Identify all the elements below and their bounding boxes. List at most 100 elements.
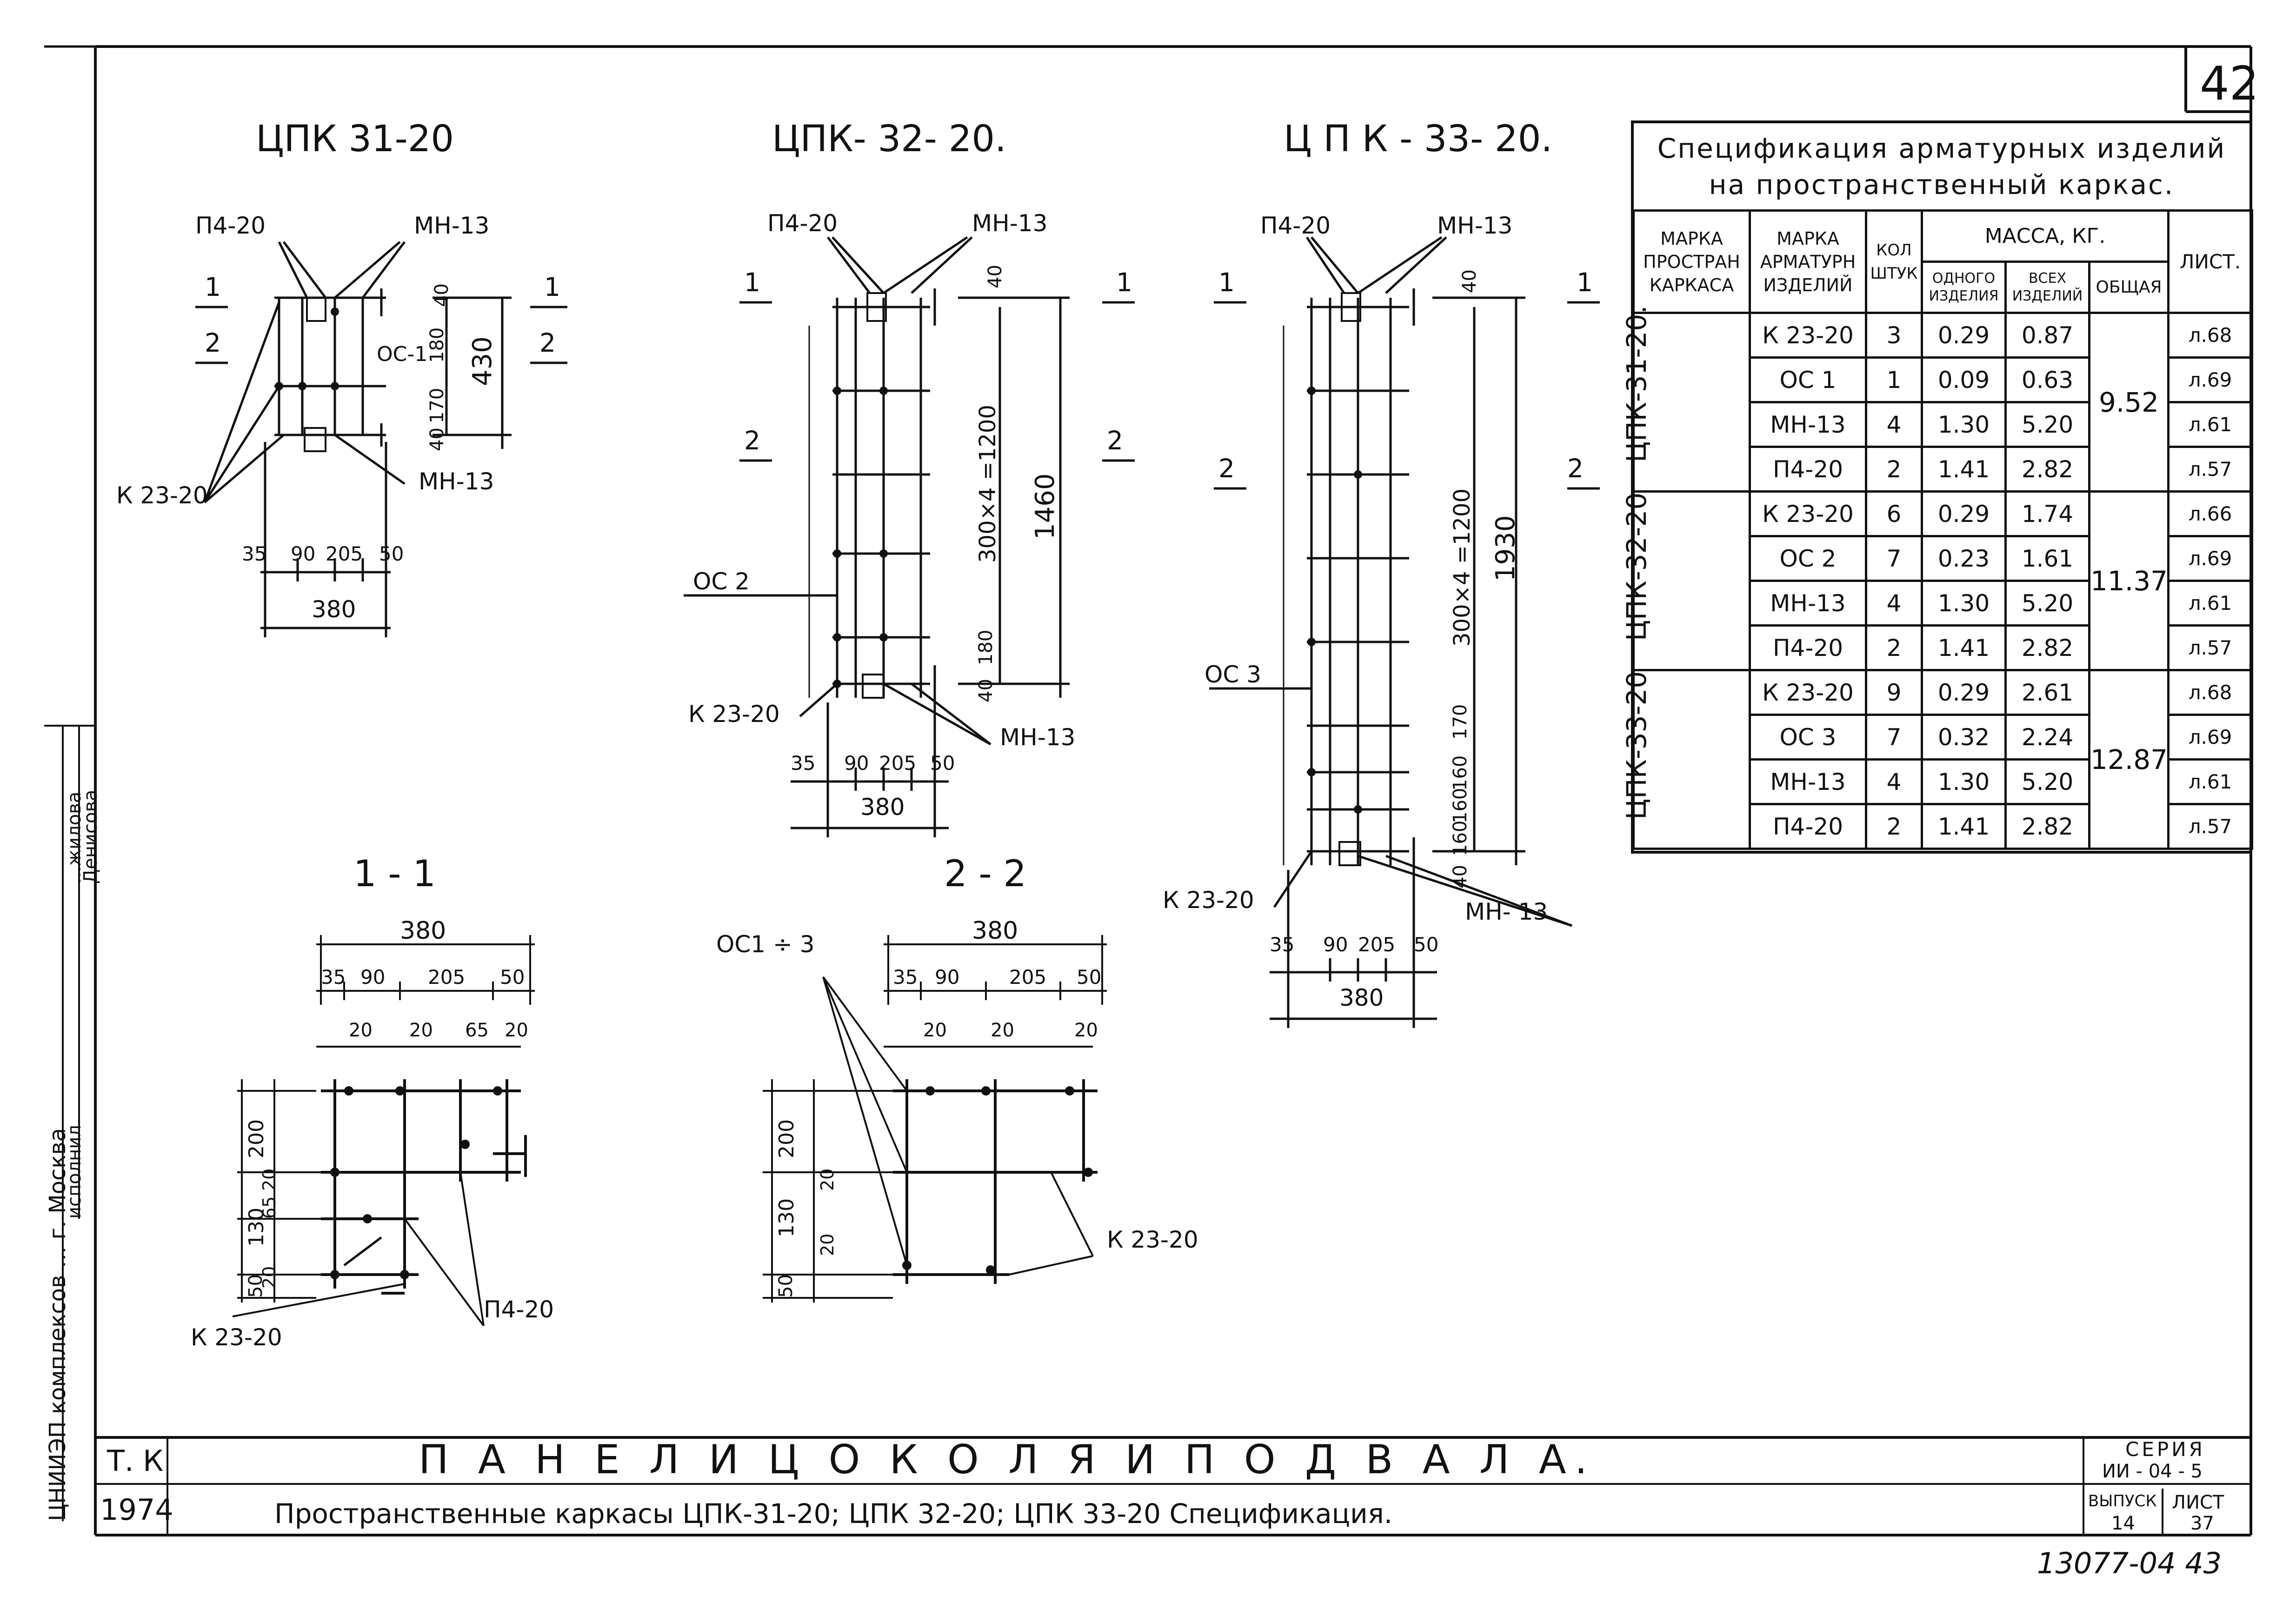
sec22-w205: 205 <box>1009 966 1047 989</box>
cell-one: 1.30 <box>1921 580 2007 627</box>
cell-all: 0.63 <box>2004 356 2090 403</box>
cpk32-cut1-right: 1 <box>1116 267 1132 297</box>
sec22-s20c: 20 <box>1074 1020 1098 1041</box>
cpk31-mn-top-label: МН-13 <box>414 212 490 239</box>
cell-one: 0.29 <box>1921 312 2007 359</box>
cell-qty: 6 <box>1865 490 1923 537</box>
cell-all: 1.61 <box>2004 535 2090 582</box>
cpk31-dim-180: 180 <box>426 327 448 363</box>
cell-qty: 7 <box>1865 535 1923 582</box>
sheet-number: 42 <box>2200 56 2259 111</box>
cell-one: 1.30 <box>1921 401 2007 448</box>
cpk32-title: ЦПК- 32- 20. <box>772 118 1006 160</box>
cell-sheet: л.57 <box>2167 624 2254 671</box>
cpk33-dim-160b: 160 <box>1450 788 1471 823</box>
cpk33-dim-170: 170 <box>1450 704 1471 740</box>
cell-sheet: л.68 <box>2167 312 2254 359</box>
cell-item: МН-13 <box>1749 401 1867 448</box>
cpk31-w35: 35 <box>242 542 267 565</box>
cpk31-k-label: К 23-20 <box>116 482 208 509</box>
sec11-p4-label: П4-20 <box>484 1296 554 1323</box>
sec22-h130: 130 <box>775 1198 799 1237</box>
cell-sheet: л.57 <box>2167 446 2254 493</box>
cell-qty: 2 <box>1865 446 1923 493</box>
cell-sheet: л.69 <box>2167 535 2254 582</box>
cell-qty: 9 <box>1865 669 1923 716</box>
cpk32-mn-bottom-label: МН-13 <box>1000 724 1076 751</box>
cell-item: П4-20 <box>1749 624 1867 671</box>
sec11-w205: 205 <box>428 966 466 989</box>
cell-one: 0.23 <box>1921 535 2007 582</box>
cpk32-mn-top-label: МН-13 <box>972 210 1048 237</box>
cpk31-p4-label: П4-20 <box>195 212 266 239</box>
cell-all: 1.74 <box>2004 490 2090 537</box>
group-total: 11.37 <box>2088 490 2170 671</box>
sec11-title: 1 - 1 <box>353 853 436 895</box>
cell-qty: 2 <box>1865 803 1923 850</box>
cell-one: 1.41 <box>1921 624 2007 671</box>
cell-sheet: л.61 <box>2167 401 2254 448</box>
margin-role: исполнил <box>64 1125 85 1219</box>
cell-sheet: л.69 <box>2167 714 2254 761</box>
archive-stamp: 13077-04 43 <box>2037 1546 2222 1580</box>
title-block-list: 37 <box>2190 1513 2214 1534</box>
cpk31-dim-430: 430 <box>467 336 498 386</box>
cpk32-w50: 50 <box>930 752 955 775</box>
group-karkas: ЦПК-31-20. <box>1621 305 1652 462</box>
cpk33-dim-40b: 40 <box>1450 865 1471 889</box>
spec-table: МАРКА ПРОСТРАН КАРКАСА МАРКА АРМАТУРН ИЗ… <box>1621 209 2254 850</box>
group-karkas: ЦПК-32-20 <box>1621 492 1652 641</box>
cpk32-os-label: ОС 2 <box>693 568 750 595</box>
cell-one: 1.41 <box>1921 446 2007 493</box>
cell-item: П4-20 <box>1749 803 1867 850</box>
cpk32-cut2-left: 2 <box>744 426 760 455</box>
sec11-h200: 200 <box>245 1119 268 1158</box>
cpk33-k-label: К 23-20 <box>1163 887 1254 914</box>
cell-item: МН-13 <box>1749 580 1867 627</box>
cell-one: 0.09 <box>1921 356 2007 403</box>
cpk33-dim-160c: 160 <box>1450 820 1471 856</box>
cell-all: 5.20 <box>2004 401 2090 448</box>
cpk31-cut1-left: 1 <box>205 272 221 302</box>
sec11-w35: 35 <box>321 966 346 989</box>
cpk31-cut1-right: 1 <box>544 272 560 302</box>
cell-all: 5.20 <box>2004 580 2090 627</box>
sec22-h20b: 20 <box>817 1233 838 1256</box>
cpk31-os-label: ОС-1 <box>377 342 428 366</box>
cpk32-w35: 35 <box>791 752 816 775</box>
cpk32-p4-label: П4-20 <box>767 210 838 237</box>
sec22-h50: 50 <box>775 1274 797 1298</box>
sec11-w90: 90 <box>360 966 386 989</box>
cell-one: 0.29 <box>1921 490 2007 537</box>
cpk33-dim-160a: 160 <box>1450 755 1471 791</box>
cpk33-w90: 90 <box>1323 933 1348 956</box>
spec-table-title: Спецификация арматурных изделий на прост… <box>1635 125 2249 208</box>
cpk32-dim-300x4: 300×4 =1200 <box>975 404 1001 563</box>
cpk31-w90: 90 <box>291 542 316 565</box>
sec11-h20a: 20 <box>259 1168 280 1191</box>
cpk32-k-label: К 23-20 <box>688 701 780 728</box>
cpk33-dim-1930: 1930 <box>1491 515 1521 581</box>
cell-sheet: л.61 <box>2167 758 2254 805</box>
hdr-massa: МАССА, КГ. <box>1920 209 2170 263</box>
hdr-marka-karkasa: МАРКА ПРОСТРАН КАРКАСА <box>1632 209 1751 314</box>
cell-item: ОС 2 <box>1749 535 1867 582</box>
cell-qty: 4 <box>1865 758 1923 805</box>
cpk33-p4-label: П4-20 <box>1260 212 1331 239</box>
cell-item: П4-20 <box>1749 446 1867 493</box>
hdr-odnogo: ОДНОГО ИЗДЕЛИЯ <box>1921 261 2007 314</box>
cpk33-dim-300x4: 300×4 =1200 <box>1449 488 1475 647</box>
cell-item: К 23-20 <box>1749 669 1867 716</box>
sec11-h50: 50 <box>245 1274 266 1298</box>
hdr-obshaya: ОБЩАЯ <box>2088 261 2170 314</box>
group-total: 12.87 <box>2088 669 2170 850</box>
cell-one: 1.41 <box>1921 803 2007 850</box>
cell-all: 5.20 <box>2004 758 2090 805</box>
cell-qty: 2 <box>1865 624 1923 671</box>
cpk32-w380: 380 <box>860 794 905 821</box>
cell-qty: 4 <box>1865 580 1923 627</box>
sec22-k-label: К 23-20 <box>1107 1226 1198 1253</box>
cpk32-dim-180: 180 <box>975 629 997 665</box>
